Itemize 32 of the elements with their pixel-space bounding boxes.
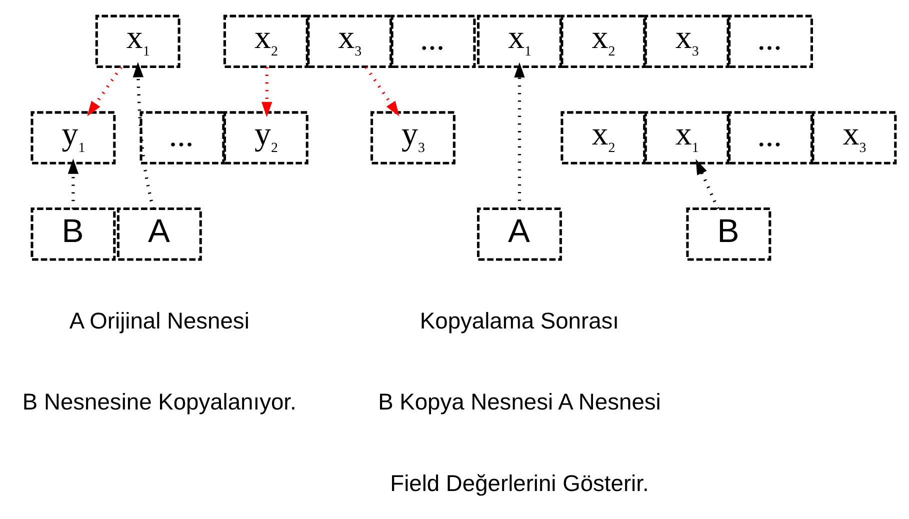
arrow	[262, 67, 272, 118]
label: Kopyalama Sonrası	[420, 307, 620, 334]
node-box: A	[116, 208, 202, 261]
arrow	[514, 62, 525, 208]
node-box: x$_{2}$	[560, 14, 646, 68]
arrow	[364, 66, 400, 116]
node-box: x$_{3}$	[812, 111, 897, 164]
node-box: A	[477, 208, 562, 261]
node-box: y$_{3}$	[370, 111, 456, 164]
arrow	[68, 158, 79, 209]
label: A Orijinal Nesnesi	[69, 307, 250, 334]
arrow	[87, 66, 122, 116]
node-box: y$_{2}$	[223, 111, 308, 164]
node-box: x$_{1}$	[95, 14, 180, 68]
node-box: x$_{2}$	[223, 14, 308, 68]
label: B Nesnesine Kopyalanıyor.	[22, 388, 296, 415]
node-box: B	[686, 208, 772, 261]
node-box: x$_{1}$	[477, 14, 562, 68]
node-box: x$_{3}$	[307, 14, 392, 68]
node-box: ...	[140, 111, 225, 164]
label: Field Değerlerini Gösterir.	[390, 470, 649, 496]
node-box: y$_{1}$	[30, 111, 116, 164]
node-box: ...	[390, 14, 476, 68]
node-box: x$_{2}$	[560, 111, 646, 164]
arrow	[132, 62, 155, 209]
node-box: B	[30, 208, 116, 261]
node-box: ...	[728, 111, 813, 164]
node-box: ...	[728, 14, 813, 68]
arrow	[696, 159, 720, 210]
node-box: x$_{1}$	[644, 111, 730, 164]
node-box: x$_{3}$	[644, 14, 730, 68]
label: B Kopya Nesnesi A Nesnesi	[378, 388, 661, 415]
